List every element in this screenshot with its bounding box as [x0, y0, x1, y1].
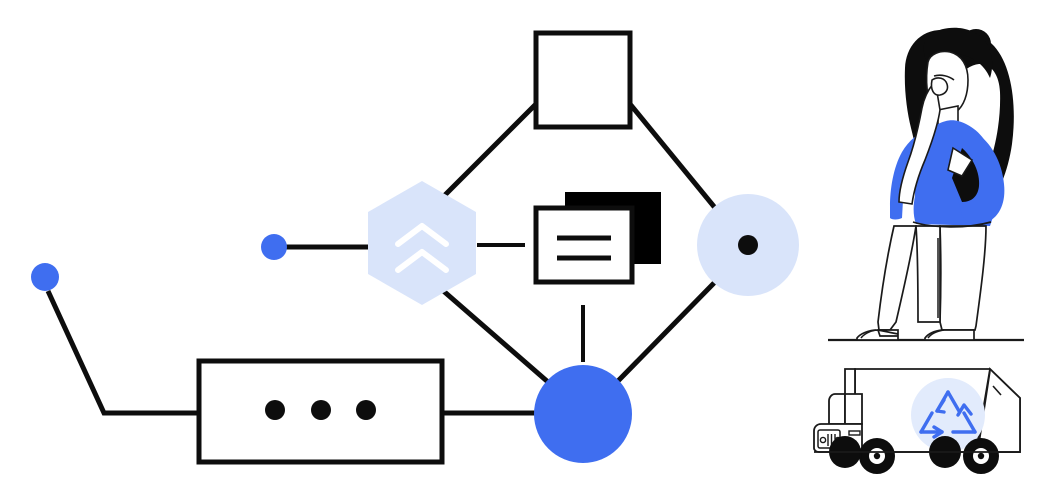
recycle-arrow-1: [946, 390, 961, 413]
recycle-arrowhead-3: [956, 403, 973, 417]
shoe-left-detail: [860, 329, 877, 339]
truck-cab-roof: [828, 393, 846, 425]
thinking-woman-figure[interactable]: [828, 27, 1024, 342]
trousers-centre: [915, 225, 941, 323]
waistband: [912, 221, 992, 228]
ellipsis-dots-icon: [265, 400, 376, 420]
node-hexagon-upload[interactable]: [368, 181, 476, 305]
edge-start-to-box: [45, 289, 199, 416]
recycle-arrowhead-1: [935, 398, 946, 414]
face-detail: [933, 74, 955, 81]
node-right-disc[interactable]: [697, 194, 799, 296]
hand-on-chin: [930, 77, 949, 96]
sweater-sleeve-right: [958, 132, 1005, 225]
node-start-dot[interactable]: [31, 263, 59, 291]
hair-fringe: [923, 27, 993, 78]
hand-on-hip: [947, 146, 974, 178]
double-chevron-up-icon: [395, 223, 449, 273]
edge-square-to-disc: [628, 102, 718, 211]
edge-hex-to-square: [438, 102, 538, 202]
recycle-arrowhead-2: [932, 425, 944, 439]
node-document-card[interactable]: [533, 192, 661, 285]
truck-cab-window: [844, 393, 863, 425]
node-input-dot[interactable]: [261, 234, 287, 260]
recycle-icon: [911, 378, 985, 452]
diagram-edges: [45, 102, 718, 416]
document-text-lines: [557, 235, 611, 261]
edge-disc-to-hub: [616, 280, 717, 383]
node-process-box[interactable]: [196, 358, 445, 465]
recycle-arrow-3b: [962, 411, 977, 434]
truck-side-marker: [848, 430, 861, 436]
wheel-rear-axle: [977, 452, 985, 460]
recycle-arrow-2: [919, 411, 934, 434]
document-front-card: [533, 205, 635, 285]
wheel-front-axle: [873, 452, 881, 460]
recycling-truck[interactable]: [813, 367, 1021, 474]
shoe-right-detail: [927, 329, 945, 339]
hexagon-shape: [368, 181, 476, 305]
disc-center-dot: [738, 235, 758, 255]
node-hub-circle[interactable]: [534, 365, 632, 463]
truck-rear-detail: [992, 385, 1002, 396]
edge-hex-to-hub: [438, 286, 550, 384]
arm-to-chin: [898, 82, 941, 205]
node-top-square[interactable]: [533, 30, 633, 130]
